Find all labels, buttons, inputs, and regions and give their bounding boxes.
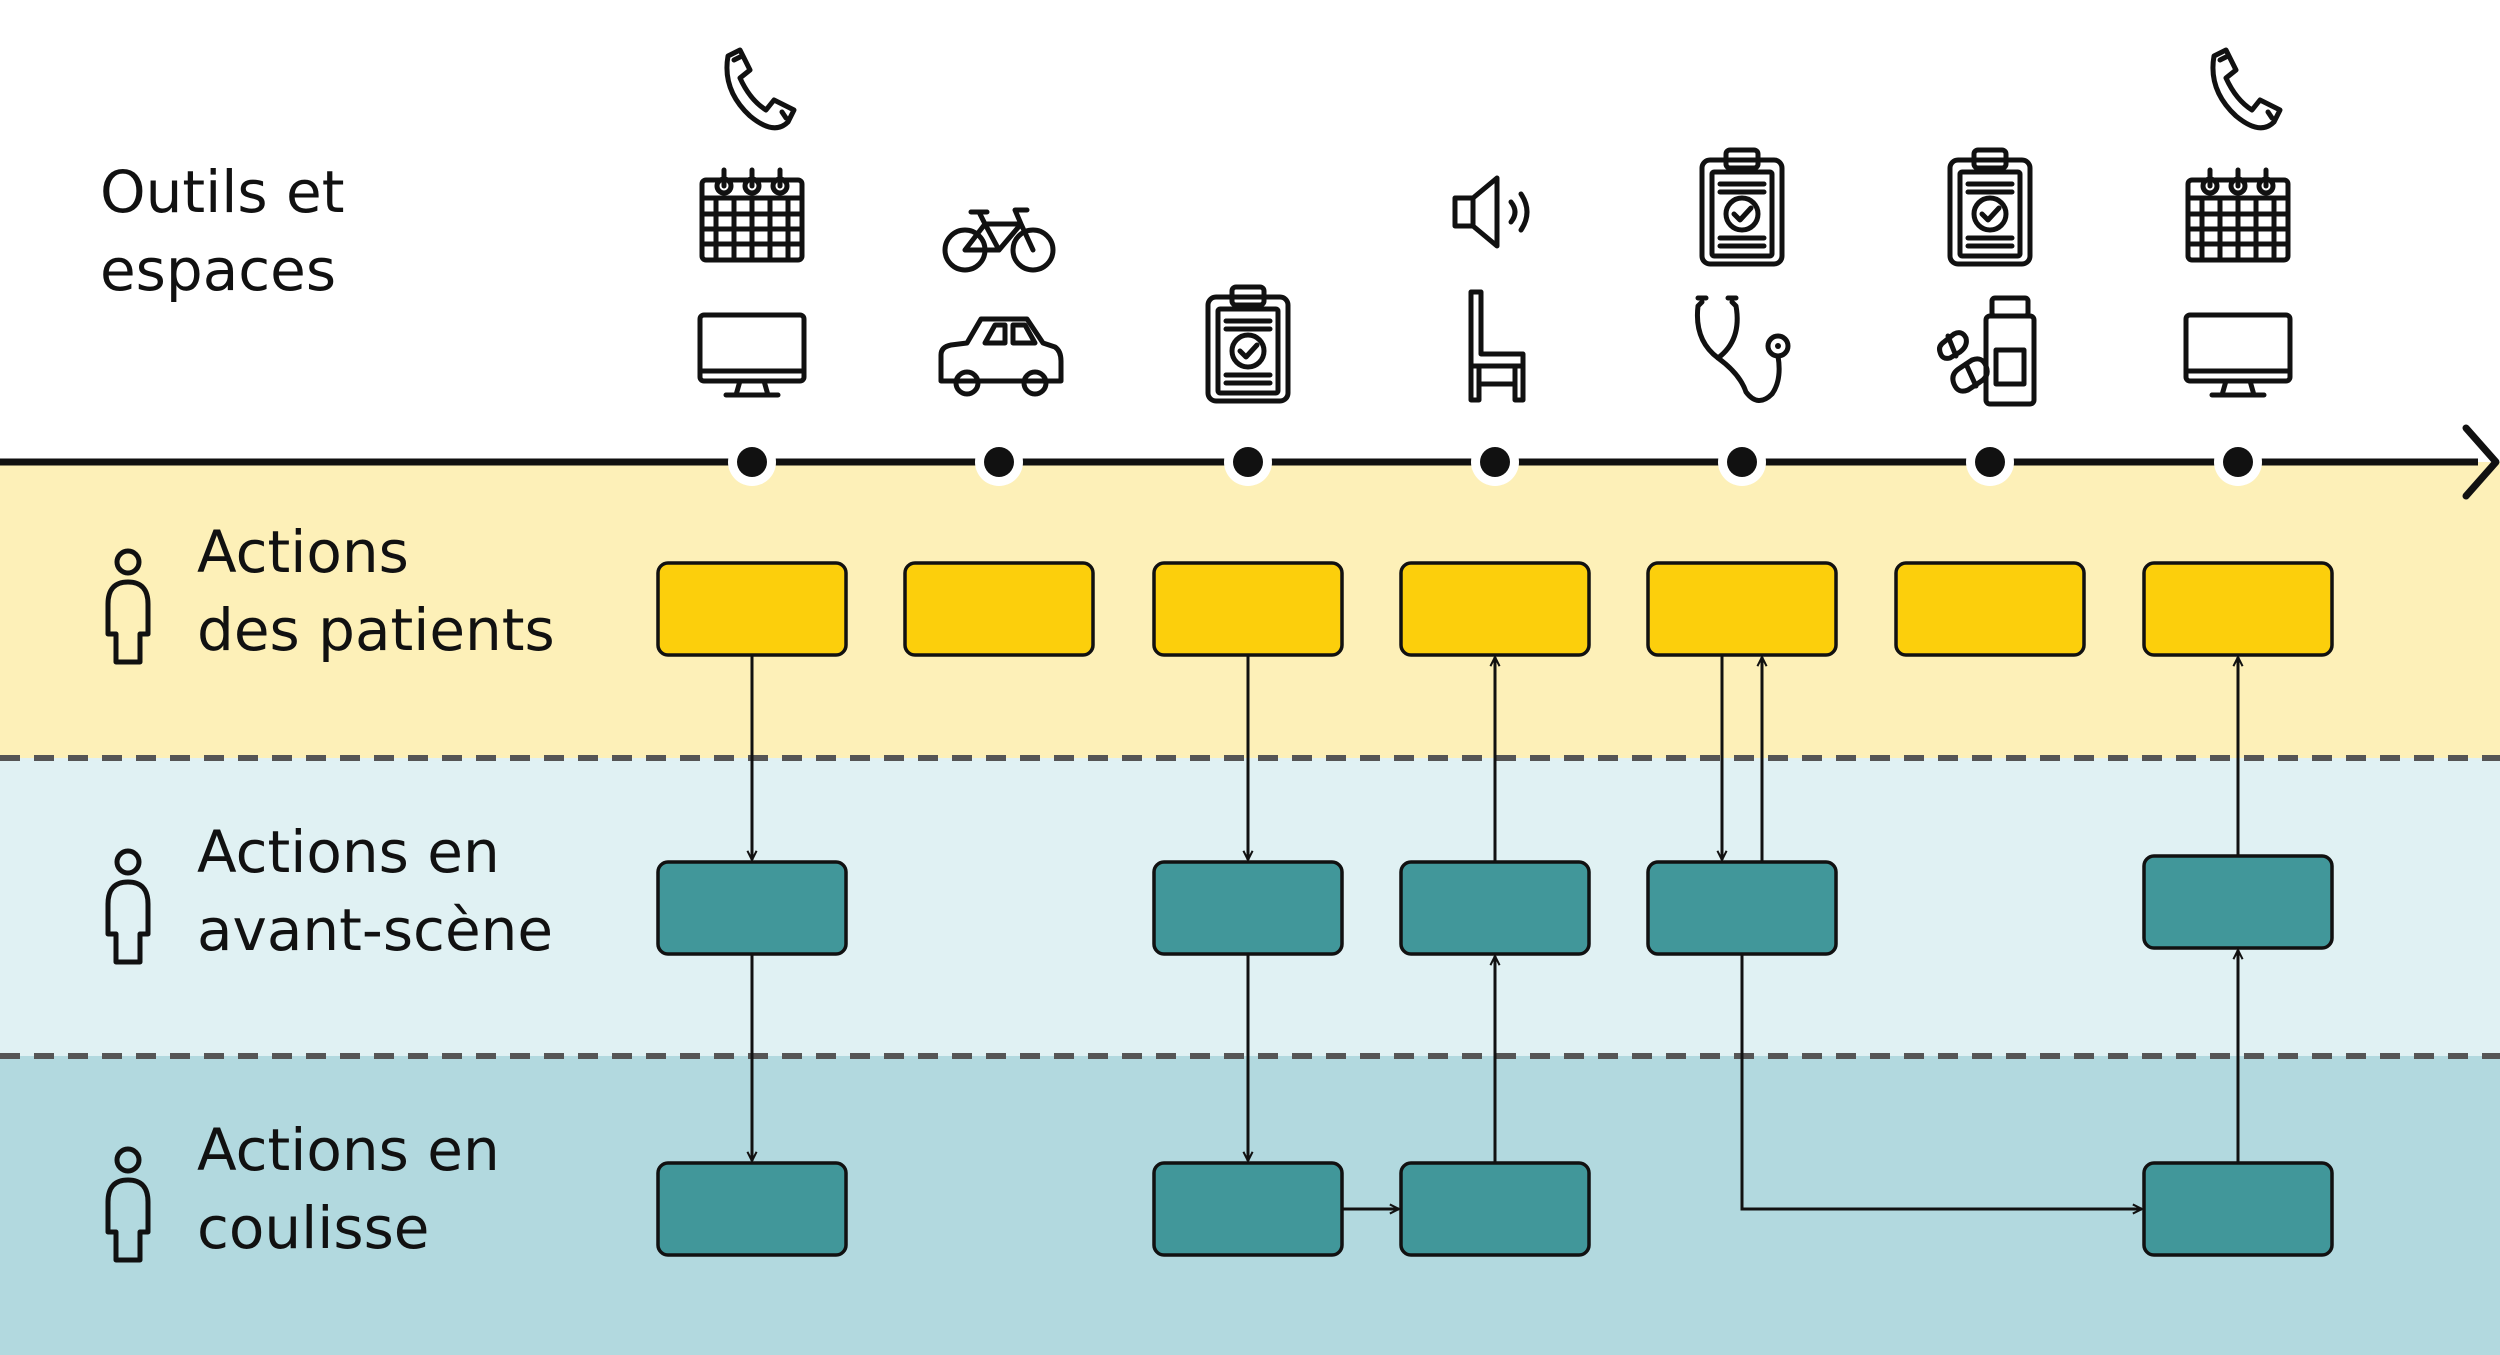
step-icons — [1937, 147, 2037, 407]
lane-label-line: avant-scène — [197, 896, 553, 964]
timeline-node — [984, 447, 1014, 477]
person-icon — [105, 548, 151, 665]
step-icons — [1205, 284, 1291, 404]
timeline-node — [1975, 447, 2005, 477]
medication-icon — [1937, 295, 2037, 407]
action-box-back — [1399, 1161, 1591, 1257]
calendar-icon — [2185, 167, 2291, 263]
lane-label-text: Actions en avant-scène — [197, 818, 553, 964]
stethoscope-icon — [1694, 295, 1791, 403]
action-box-back — [656, 1161, 848, 1257]
person-icon — [105, 848, 151, 965]
action-box-patients — [1646, 561, 1838, 657]
action-box-patients — [2142, 561, 2334, 657]
step-icons — [1694, 147, 1791, 403]
action-box-patients — [656, 561, 848, 657]
action-box-patients — [1152, 561, 1344, 657]
tools-label: Outils et espaces — [100, 158, 344, 304]
car-icon — [938, 316, 1064, 397]
clipboard-check-icon — [1205, 284, 1291, 404]
action-box-back — [1152, 1161, 1344, 1257]
lane-label-front: Actions en avant-scène — [105, 818, 553, 965]
lane-label-text: Actions des patients — [197, 518, 555, 664]
bicycle-icon — [942, 207, 1056, 273]
timeline-node — [1480, 447, 1510, 477]
step-icons — [2183, 47, 2293, 398]
step-icons — [697, 47, 807, 398]
timeline-arrowhead — [2462, 424, 2500, 500]
chair-icon — [1468, 289, 1526, 403]
calendar-icon — [699, 167, 805, 263]
lane-label-patients: Actions des patients — [105, 518, 555, 665]
timeline-node — [1727, 447, 1757, 477]
action-box-front — [656, 860, 848, 956]
clipboard-check-icon — [1947, 147, 2033, 267]
connector-arrow — [1740, 954, 2142, 1209]
monitor-icon — [2183, 312, 2293, 398]
person-icon — [105, 1146, 151, 1263]
phone-icon — [724, 47, 797, 131]
action-box-patients — [1399, 561, 1591, 657]
speaker-icon — [1452, 175, 1530, 249]
step-icons — [1452, 175, 1530, 403]
action-box-back — [2142, 1161, 2334, 1257]
timeline-node — [2223, 447, 2253, 477]
action-box-patients — [903, 561, 1095, 657]
lane-label-line: Actions en — [197, 1116, 500, 1184]
action-box-front — [1152, 860, 1344, 956]
monitor-icon — [697, 312, 807, 398]
lane-label-line: des patients — [197, 596, 555, 664]
lane-label-line: coulisse — [197, 1194, 429, 1262]
action-box-front — [1646, 860, 1838, 956]
action-box-patients — [1894, 561, 2086, 657]
lane-label-line: Actions — [197, 518, 409, 586]
lane-label-line: Actions en — [197, 818, 500, 886]
action-box-front — [1399, 860, 1591, 956]
phone-icon — [2210, 47, 2283, 131]
lane-label-text: Actions en coulisse — [197, 1116, 500, 1262]
clipboard-check-icon — [1699, 147, 1785, 267]
tools-label-line: Outils et — [100, 158, 344, 226]
timeline-node — [737, 447, 767, 477]
lane-label-back: Actions en coulisse — [105, 1116, 500, 1263]
step-icons — [938, 207, 1064, 397]
action-box-front — [2142, 854, 2334, 950]
tools-label-line: espaces — [100, 236, 336, 304]
timeline-node — [1233, 447, 1263, 477]
